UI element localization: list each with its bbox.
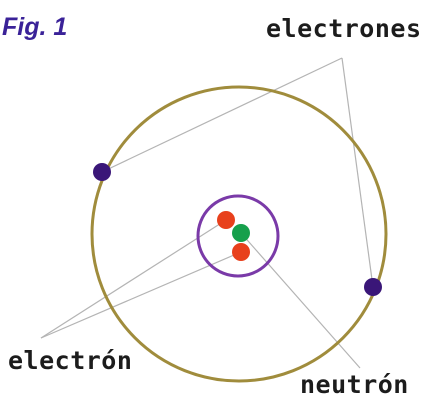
electron-label: electrón xyxy=(8,346,133,375)
neutron-dot xyxy=(232,224,250,242)
electron-orbit xyxy=(90,85,388,383)
leader-line-electrones-to-right-electron xyxy=(341,57,374,288)
leader-lines xyxy=(40,57,374,369)
leader-line-electron-to-lower-proton xyxy=(40,251,242,339)
proton-dot-upper xyxy=(217,211,235,229)
electron-dot-left xyxy=(93,163,111,181)
leader-line-neutron xyxy=(240,232,361,369)
figure-title: Fig. 1 xyxy=(2,13,68,41)
electrones-label: electrones xyxy=(266,14,422,43)
neutron-label: neutrón xyxy=(300,370,409,399)
leader-line-electron-to-upper-proton xyxy=(40,219,227,339)
nucleus-ring xyxy=(196,194,280,278)
proton-dot-lower xyxy=(232,243,250,261)
electron-dot-right xyxy=(364,278,382,296)
leader-line-electrones-to-left-electron xyxy=(101,57,343,173)
